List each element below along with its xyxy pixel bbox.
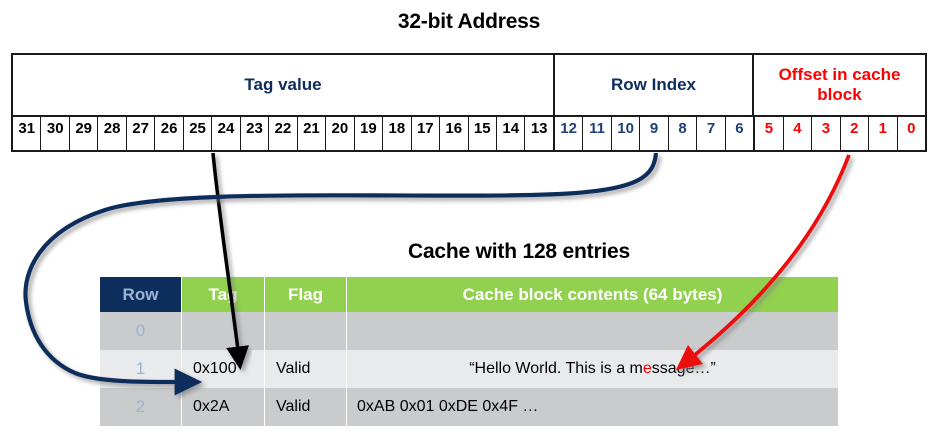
- address-bit-17: 17: [412, 117, 441, 150]
- address-bit-7: 7: [697, 117, 726, 150]
- column-header-cache-block-contents: Cache block contents (64 bytes): [347, 277, 838, 312]
- cell-tag: [182, 312, 265, 350]
- address-bit-21: 21: [298, 117, 327, 150]
- address-bit-19: 19: [355, 117, 384, 150]
- cell-row-number: 1: [100, 350, 182, 388]
- address-bit-table: Tag value Row Index Offset in cache bloc…: [11, 53, 927, 152]
- address-bit-18: 18: [383, 117, 412, 150]
- cell-cache-block-contents: 0xAB 0x01 0xDE 0x4F …: [347, 388, 838, 426]
- address-bit-9: 9: [640, 117, 669, 150]
- cell-tag: 0x2A: [182, 388, 265, 426]
- address-field-offset-in-cache-block: Offset in cache block: [778, 65, 901, 104]
- address-bit-16: 16: [440, 117, 469, 150]
- address-diagram-title: 32-bit Address: [397, 10, 541, 33]
- address-bit-27: 27: [127, 117, 156, 150]
- address-bit-3: 3: [812, 117, 841, 150]
- cell-cache-block-contents: [347, 312, 838, 350]
- column-header-row: Row: [100, 277, 182, 312]
- address-field-tag-value: Tag value: [13, 55, 555, 115]
- address-bit-1: 1: [869, 117, 898, 150]
- address-bit-14: 14: [497, 117, 526, 150]
- address-bit-28: 28: [98, 117, 127, 150]
- address-bit-20: 20: [326, 117, 355, 150]
- cell-row-number: 2: [100, 388, 182, 426]
- address-bit-6: 6: [726, 117, 756, 150]
- address-bit-8: 8: [669, 117, 698, 150]
- address-bit-22: 22: [269, 117, 298, 150]
- address-bit-2: 2: [841, 117, 870, 150]
- cell-row-number: 0: [100, 312, 182, 350]
- cache-header-row: Row Tag Flag Cache block contents (64 by…: [100, 277, 838, 312]
- cell-flag: [265, 312, 347, 350]
- contents-highlighted-byte: e: [642, 360, 652, 377]
- address-bit-31: 31: [13, 117, 42, 150]
- address-bit-15: 15: [469, 117, 497, 150]
- table-row[interactable]: 0: [100, 312, 838, 350]
- address-bit-11: 11: [583, 117, 612, 150]
- column-header-tag: Tag: [182, 277, 265, 312]
- address-bit-12: 12: [555, 117, 584, 150]
- cache-table-title: Cache with 128 entries: [407, 240, 631, 263]
- address-bit-13: 13: [525, 117, 555, 150]
- address-bit-30: 30: [41, 117, 70, 150]
- address-bit-4: 4: [784, 117, 813, 150]
- address-bit-23: 23: [241, 117, 270, 150]
- address-bit-5: 5: [755, 117, 784, 150]
- cell-flag: Valid: [265, 350, 347, 388]
- contents-text-after: ssage…”: [651, 360, 716, 377]
- cell-flag: Valid: [265, 388, 347, 426]
- cache-table: Row Tag Flag Cache block contents (64 by…: [100, 277, 838, 426]
- address-bit-25: 25: [184, 117, 213, 150]
- address-bit-26: 26: [155, 117, 184, 150]
- contents-text-before: “Hello World. This is a m: [469, 360, 643, 377]
- cell-tag: 0x100: [182, 350, 265, 388]
- address-field-header-row: Tag value Row Index Offset in cache bloc…: [13, 55, 925, 115]
- address-bit-29: 29: [70, 117, 99, 150]
- column-header-flag: Flag: [265, 277, 347, 312]
- address-bit-0: 0: [907, 120, 916, 137]
- address-bit-10: 10: [612, 117, 641, 150]
- address-field-row-index: Row Index: [555, 55, 754, 115]
- address-bit-24: 24: [212, 117, 241, 150]
